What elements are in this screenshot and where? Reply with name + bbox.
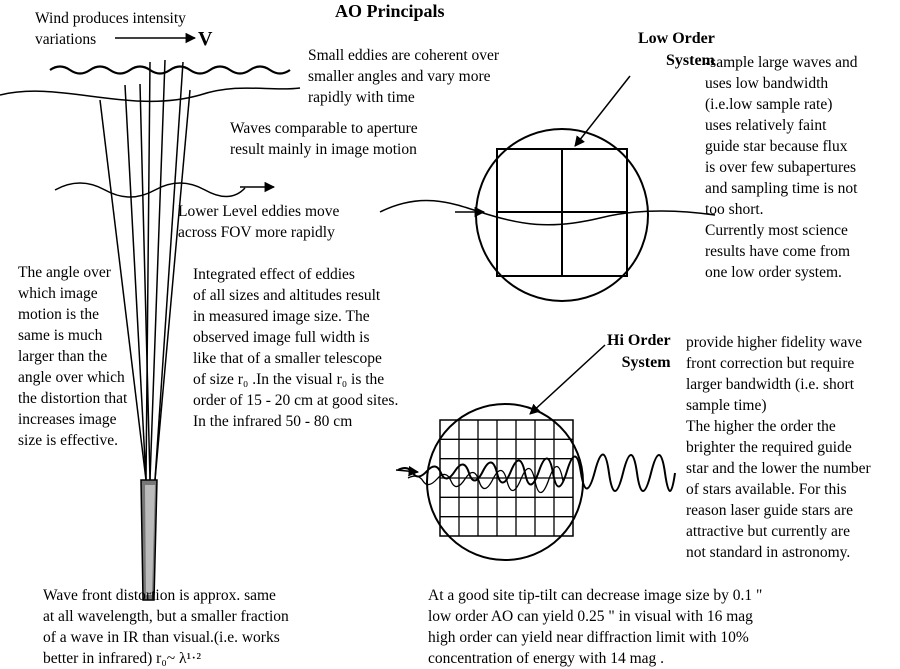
angle-note: The angle over which image motion is the… <box>18 264 128 449</box>
aperture-wave <box>0 87 301 103</box>
wind-symbol: V <box>198 28 213 50</box>
low-order-wave <box>379 199 716 226</box>
hi-order-pointer <box>529 344 606 415</box>
integrated-effect-note: Integrated effect of eddies of all sizes… <box>193 266 399 430</box>
hi-order-wave-arrow <box>395 465 420 477</box>
hi-order-label: Hi Order System <box>607 332 671 371</box>
low-order-label: Low Order System <box>638 30 715 69</box>
waves-aperture-note: Waves comparable to aperture result main… <box>230 120 418 158</box>
hi-order-wave-2 <box>407 465 564 494</box>
telescope-beam <box>99 59 191 481</box>
hi-order-description: provide higher fidelity wave front corre… <box>686 334 871 561</box>
low-order-description: -sample large waves and uses low bandwid… <box>705 54 858 281</box>
low-order-pupil <box>475 128 649 302</box>
wavefront-note: Wave front distortion is approx. same at… <box>43 587 289 667</box>
hi-order-wave <box>397 453 676 492</box>
good-site-note: At a good site tip-tilt can decrease ima… <box>428 587 763 667</box>
lower-level-wave <box>54 182 246 198</box>
lower-level-note: Lower Level eddies move across FOV more … <box>178 203 340 241</box>
wind-note: Wind produces intensity variations <box>35 10 186 48</box>
small-eddies-note: Small eddies are coherent over smaller a… <box>308 47 500 106</box>
page-title: AO Principals <box>335 1 445 21</box>
upper-eddy-wave <box>49 65 291 75</box>
low-order-pointer <box>574 75 631 147</box>
telescope <box>140 479 158 601</box>
